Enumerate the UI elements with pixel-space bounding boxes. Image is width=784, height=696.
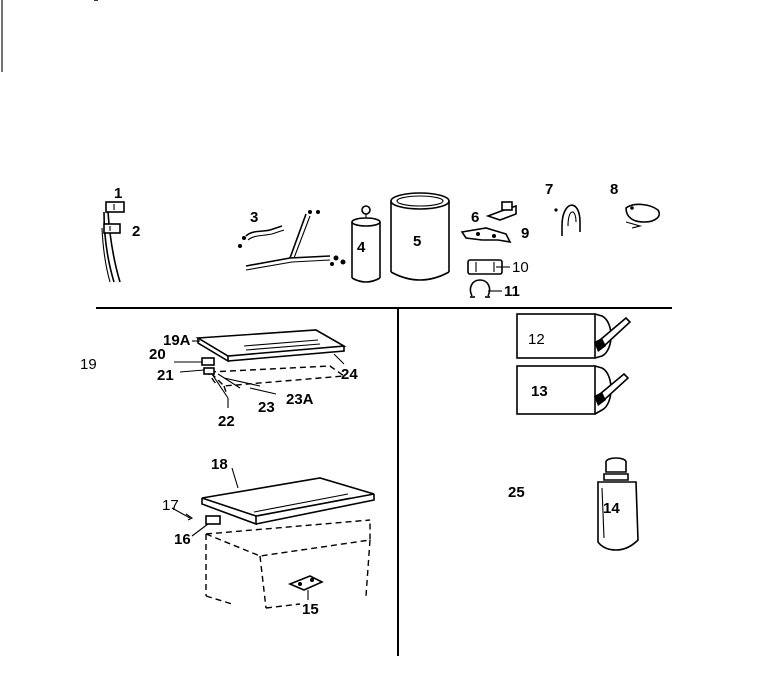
- part-small-canister: [351, 205, 381, 283]
- label-19a: 19A: [163, 332, 191, 349]
- label-7: 7: [545, 181, 553, 198]
- lid-assembly-lower: [171, 467, 375, 609]
- label-8: 8: [610, 181, 618, 198]
- card-12: [516, 313, 632, 359]
- label-5: 5: [413, 233, 421, 250]
- label-6: 6: [471, 209, 479, 226]
- part-wire-harness: [101, 201, 125, 283]
- label-20: 20: [149, 346, 166, 363]
- label-10: 10: [512, 259, 529, 276]
- label-13: 13: [531, 383, 548, 400]
- label-25: 25: [508, 484, 525, 501]
- label-16: 16: [174, 531, 191, 548]
- label-23: 23: [258, 399, 275, 416]
- label-1: 1: [114, 185, 122, 202]
- label-9: 9: [521, 225, 529, 242]
- label-22: 22: [218, 413, 235, 430]
- lid-assembly-upper: [174, 329, 347, 408]
- label-2: 2: [132, 223, 140, 240]
- part-sensor: [625, 203, 660, 229]
- label-12: 12: [528, 331, 545, 348]
- part-clip: [485, 201, 517, 221]
- part-u-clip: [554, 204, 581, 236]
- label-18: 18: [211, 456, 228, 473]
- label-23a: 23A: [286, 391, 314, 408]
- part-clamp-ring: [469, 279, 491, 298]
- label-3: 3: [250, 209, 258, 226]
- card-13: [516, 365, 630, 415]
- label-19: 19: [80, 356, 97, 373]
- part-drum: [390, 192, 450, 281]
- label-14: 14: [603, 500, 620, 517]
- label-11: 11: [504, 283, 520, 300]
- label-24: 24: [341, 366, 358, 383]
- label-21: 21: [157, 367, 174, 384]
- label-4: 4: [357, 239, 366, 256]
- part-bracket: [460, 227, 512, 244]
- label-17: 17: [162, 497, 179, 514]
- label-15: 15: [302, 601, 319, 618]
- part-tube-assembly: [238, 210, 346, 271]
- part-bottle: [597, 457, 639, 551]
